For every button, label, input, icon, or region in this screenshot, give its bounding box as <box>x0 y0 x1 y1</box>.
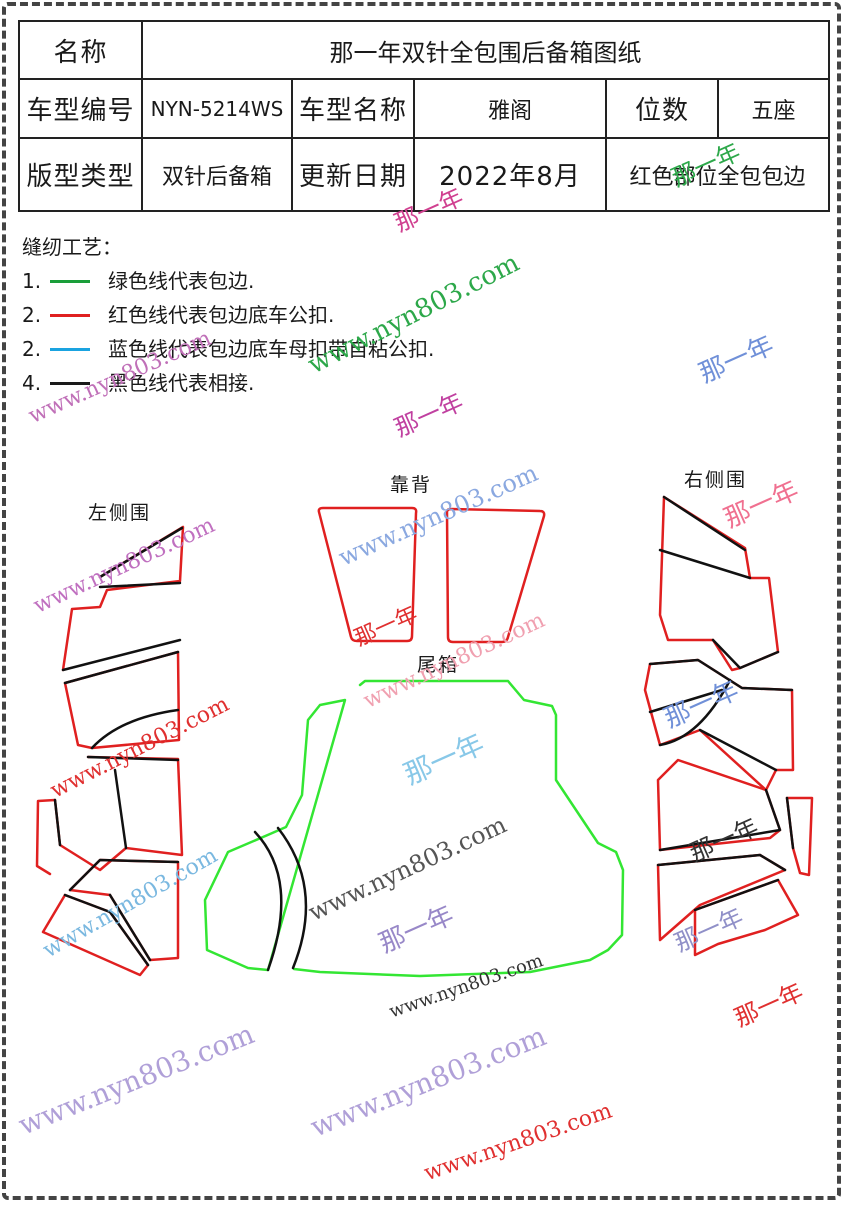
model-name-label: 车型名称 <box>291 78 415 139</box>
legend-item-text: 蓝色线代表包边底车母扣带自粘公扣. <box>108 337 435 361</box>
legend-item-text: 绿色线代表包边. <box>108 269 255 293</box>
legend-item-number: 2. <box>22 337 42 361</box>
legend-item: 2. 蓝色线代表包边底车母扣带自粘公扣. <box>22 332 434 366</box>
type-label: 版型类型 <box>18 137 143 212</box>
backrest-panels <box>317 506 546 644</box>
blue-line-swatch <box>50 347 90 351</box>
legend-title: 缝纫工艺： <box>22 235 122 259</box>
legend-item: 4. 黑色线代表相接. <box>22 366 434 400</box>
green-line-swatch <box>50 279 90 283</box>
seats-value: 五座 <box>716 78 831 139</box>
model-no-label: 车型编号 <box>18 78 143 139</box>
spec-row-type: 版型类型 双针后备箱 更新日期 2022年8月 红色部位全包包边 <box>18 137 831 212</box>
legend-item-text: 黑色线代表相接. <box>108 371 255 395</box>
right-side-label: 右侧围 <box>684 469 748 491</box>
spec-table: 名称 那一年双针全包围后备箱图纸 车型编号 NYN-5214WS 车型名称 雅阁… <box>18 20 831 212</box>
legend-item: 1. 绿色线代表包边. <box>22 264 434 298</box>
trunk-panel <box>203 679 625 978</box>
date-label: 更新日期 <box>291 137 415 212</box>
spec-row-name: 名称 那一年双针全包围后备箱图纸 <box>18 20 831 80</box>
backrest-label: 靠背 <box>390 474 433 496</box>
legend-item-number: 4. <box>22 371 42 395</box>
name-label: 名称 <box>18 20 143 80</box>
red-line-swatch <box>50 313 90 317</box>
legend-item: 2. 红色线代表包边底车公扣. <box>22 298 434 332</box>
date-value: 2022年8月 <box>413 137 607 212</box>
seats-label: 位数 <box>605 78 719 139</box>
left-side-label: 左侧围 <box>88 502 152 524</box>
note-value: 红色部位全包包边 <box>604 137 831 212</box>
sewing-legend: 缝纫工艺： 1. 绿色线代表包边. 2. 红色线代表包边底车公扣. 2. 蓝色线… <box>22 230 434 400</box>
trunk-label: 尾箱 <box>417 654 460 676</box>
legend-item-number: 1. <box>22 269 42 293</box>
left-side-panels <box>35 525 185 977</box>
black-line-swatch <box>50 381 90 385</box>
name-value: 那一年双针全包围后备箱图纸 <box>140 20 831 80</box>
legend-item-text: 红色线代表包边底车公扣. <box>108 303 335 327</box>
model-name-value: 雅阁 <box>413 78 607 139</box>
spec-row-model: 车型编号 NYN-5214WS 车型名称 雅阁 位数 五座 <box>18 78 831 139</box>
legend-item-number: 2. <box>22 303 42 327</box>
type-value: 双针后备箱 <box>141 137 293 212</box>
right-side-panels <box>643 495 814 957</box>
model-no-value: NYN-5214WS <box>141 78 293 139</box>
